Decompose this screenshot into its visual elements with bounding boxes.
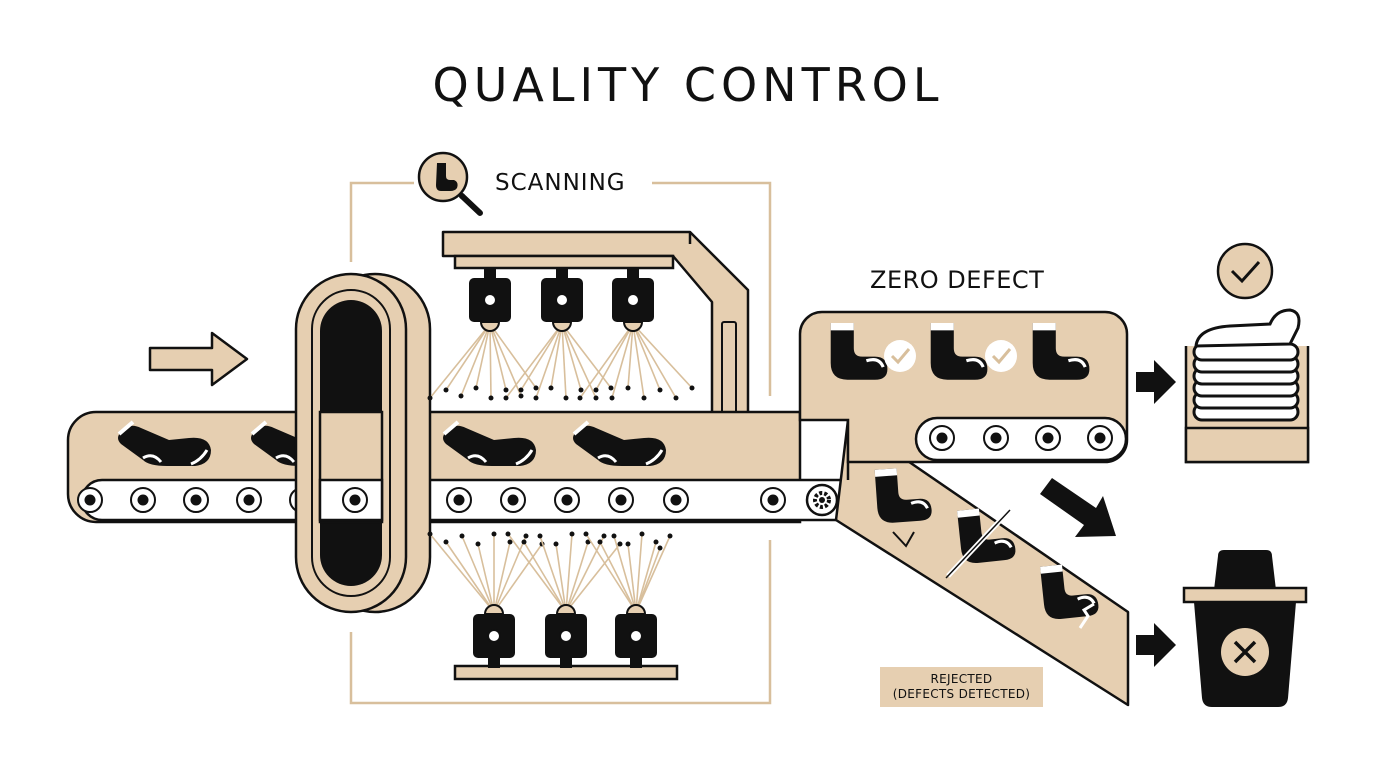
arrow-down-right-icon: [1040, 478, 1116, 537]
scanning-label: SCANNING: [495, 170, 626, 196]
check-circle-icon: [1216, 242, 1274, 300]
arrow-right-icon: [148, 331, 249, 387]
rejected-label-line2: (DEFECTS DETECTED): [892, 687, 1031, 701]
main-conveyor: [66, 410, 874, 524]
x-circle-icon: [1221, 628, 1269, 676]
scanning-frame: [349, 181, 772, 705]
rejected-label: REJECTED (DEFECTS DETECTED): [880, 667, 1043, 707]
camera-icon: [472, 604, 658, 669]
rejected-chute: [834, 418, 1130, 707]
arrow-right-icon: [1136, 360, 1176, 404]
scan-beams-bottom: [427, 531, 673, 613]
magnifier-sock-icon: [417, 151, 483, 216]
scanner-arch: [294, 272, 432, 614]
gear-icon: [805, 483, 839, 517]
zero-defect-conveyor: [798, 310, 1129, 464]
arrow-right-icon: [1136, 623, 1176, 667]
trash-bin: [1182, 550, 1308, 707]
approved-bin: [1184, 242, 1310, 464]
zero-defect-label: ZERO DEFECT: [870, 266, 1045, 294]
scan-beams-top: [427, 323, 695, 401]
check-circle-icon: [884, 340, 1017, 372]
page-title: QUALITY CONTROL: [432, 58, 944, 112]
camera-icon: [468, 267, 655, 332]
rejected-sock: [873, 464, 1101, 629]
rejected-label-line1: REJECTED: [930, 672, 993, 686]
